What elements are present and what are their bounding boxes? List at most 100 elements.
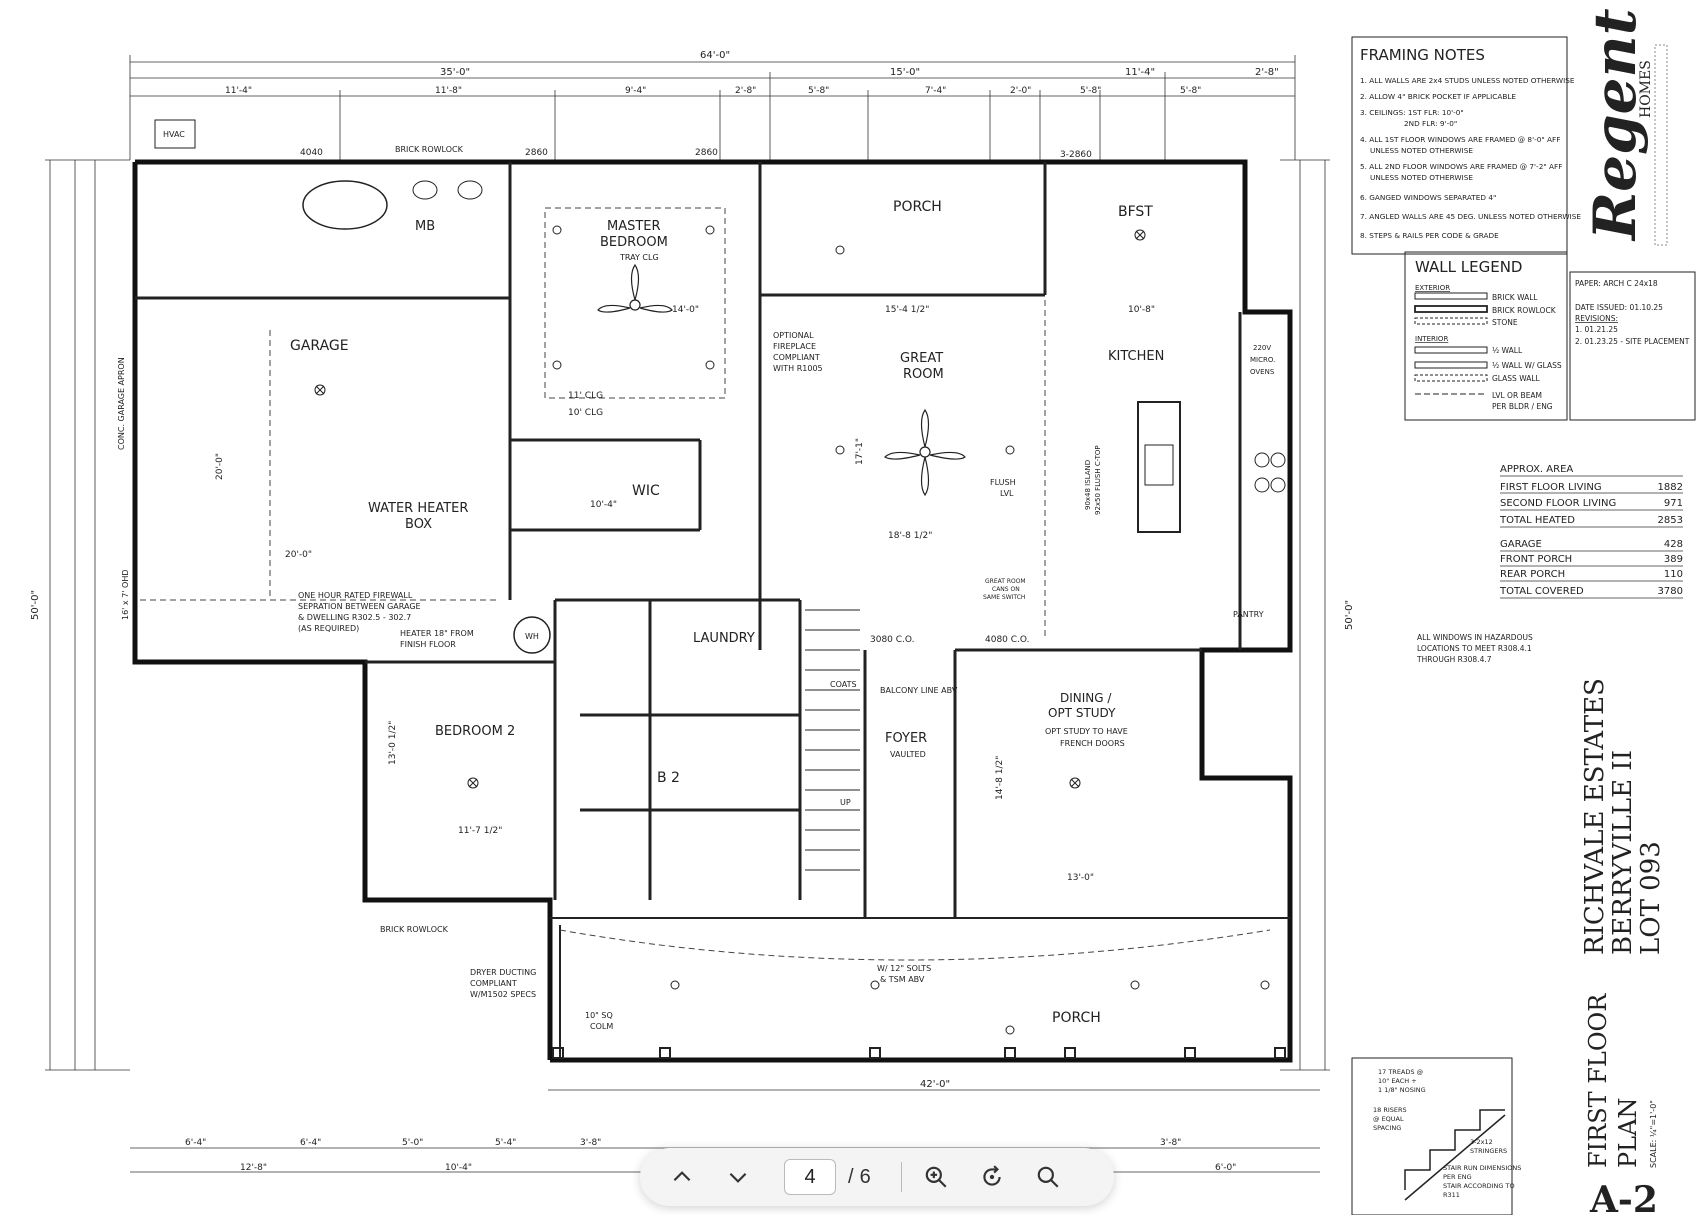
room-wh-1: WATER HEATER <box>368 501 468 516</box>
front-porch-outline <box>550 917 1290 1059</box>
firewall-note: ONE HOUR RATED FIREWALL SEPRATION BETWEE… <box>298 591 421 633</box>
svg-text:STRINGERS: STRINGERS <box>1470 1147 1507 1155</box>
stair-treads <box>805 609 860 871</box>
svg-text:3-2x12: 3-2x12 <box>1470 1138 1493 1146</box>
dim-b2: 6'-4" <box>300 1138 321 1148</box>
svg-text:& DWELLING R302.5 - 302.7: & DWELLING R302.5 - 302.7 <box>298 613 411 622</box>
dim-top-d8: 5'-8" <box>1080 86 1101 96</box>
dim-w4080: 4080 C.O. <box>985 635 1030 645</box>
kitchen-island <box>1137 401 1181 533</box>
stair-detail-box <box>1351 1057 1513 1215</box>
svg-text:UNLESS NOTED OTHERWISE: UNLESS NOTED OTHERWISE <box>1370 173 1473 182</box>
svg-text:10" SQ: 10" SQ <box>585 1011 613 1020</box>
svg-text:PER BLDR / ENG: PER BLDR / ENG <box>1492 402 1553 411</box>
chevron-down-icon <box>729 1172 747 1183</box>
stair-detail-drawing <box>1404 1109 1506 1201</box>
next-page-button[interactable] <box>710 1148 766 1206</box>
dim-brick-rowlock: BRICK ROWLOCK <box>395 145 464 154</box>
room-laundry: LAUNDRY <box>693 631 755 646</box>
svg-text:10" EACH +: 10" EACH + <box>1378 1077 1417 1085</box>
area-heading: APPROX. AREA <box>1500 464 1573 475</box>
room-master-2: BEDROOM <box>600 235 668 250</box>
sheet-scale: SCALE: ¼"=1'-0" <box>1649 1100 1658 1168</box>
svg-text:GREAT ROOM: GREAT ROOM <box>985 578 1026 585</box>
svg-text:3780: 3780 <box>1658 586 1683 597</box>
wall-legend-heading: WALL LEGEND <box>1415 258 1522 276</box>
dim-b4: 5'-4" <box>495 1138 516 1148</box>
bathtub <box>302 180 388 230</box>
svg-text:STAIR ACCORDING TO: STAIR ACCORDING TO <box>1443 1182 1515 1190</box>
svg-text:STAIR RUN DIMENSIONS: STAIR RUN DIMENSIONS <box>1443 1164 1521 1172</box>
dim-top-d2: 11'-8" <box>435 86 462 96</box>
room-great-1: GREAT <box>900 351 943 366</box>
svg-text:220V: 220V <box>1253 344 1271 352</box>
chevron-up-icon <box>673 1171 691 1182</box>
svg-text:W/M1502 SPECS: W/M1502 SPECS <box>470 990 536 999</box>
dim-overall: 64'-0" <box>700 50 730 61</box>
dryer-note: DRYER DUCTING COMPLIANT W/M1502 SPECS <box>470 968 536 999</box>
sheet-title-2: PLAN <box>1614 1098 1642 1168</box>
room-porch-rear: PORCH <box>893 199 942 215</box>
sink-icon <box>412 180 438 200</box>
svg-text:428: 428 <box>1664 539 1683 550</box>
svg-text:17 TREADS @: 17 TREADS @ <box>1378 1068 1424 1076</box>
dim-dining-d: 14'-8 1/2" <box>995 756 1005 800</box>
page-total: 6 <box>859 1165 871 1188</box>
search-icon <box>1037 1166 1059 1188</box>
svg-text:COMPLIANT: COMPLIANT <box>773 353 820 362</box>
soffit-note: W/ 12" SOLTS & TSM ABV <box>877 964 931 984</box>
svg-text:971: 971 <box>1664 498 1683 509</box>
viewer-toolbar: 4 / 6 <box>640 1148 1114 1206</box>
svg-text:2. ALLOW 4" BRICK POCKET IF AP: 2. ALLOW 4" BRICK POCKET IF APPLICABLE <box>1360 92 1516 101</box>
brand-fine-print <box>1654 44 1668 246</box>
previous-page-button[interactable] <box>654 1148 710 1206</box>
svg-text:BRICK ROWLOCK: BRICK ROWLOCK <box>1492 306 1557 315</box>
svg-text:3. CEILINGS: 1ST FLR: 10'-0": 3. CEILINGS: 1ST FLR: 10'-0" <box>1360 108 1464 117</box>
dim-top-114: 11'-4" <box>1125 67 1155 78</box>
dim-top-d9: 5'-8" <box>1180 86 1201 96</box>
svg-text:TOTAL HEATED: TOTAL HEATED <box>1499 515 1575 526</box>
top-dimension-lines <box>129 55 1296 160</box>
dim-brick-rowlock-2: BRICK ROWLOCK <box>380 925 449 934</box>
svg-text:LVL: LVL <box>1000 489 1014 498</box>
paper-info-box <box>1569 271 1696 421</box>
heater-note: HEATER 18" FROM FINISH FLOOR <box>400 629 474 649</box>
room-great-2: ROOM <box>903 367 944 382</box>
dim-top-35: 35'-0" <box>440 67 470 78</box>
svg-text:FIREPLACE: FIREPLACE <box>773 342 816 351</box>
dim-garage-d: 20'-0" <box>215 453 225 480</box>
svg-text:BRICK WALL: BRICK WALL <box>1492 293 1538 302</box>
search-button[interactable] <box>1020 1148 1076 1206</box>
rotate-icon <box>983 1165 1001 1186</box>
area-table: FIRST FLOOR LIVING 1882 SECOND FLOOR LIV… <box>1499 482 1683 597</box>
kitchen-sink <box>1144 444 1174 486</box>
svg-text:ONE HOUR RATED FIREWALL: ONE HOUR RATED FIREWALL <box>298 591 413 600</box>
dim-w3080: 3080 C.O. <box>870 635 915 645</box>
dim-left-50: 50'-0" <box>30 590 41 620</box>
sheet-number: A-2 <box>1589 1179 1658 1215</box>
svg-text:WITH R1005: WITH R1005 <box>773 364 823 373</box>
flush-lvl-note: FLUSH LVL <box>990 478 1016 498</box>
svg-text:5. ALL 2ND FLOOR WINDOWS ARE F: 5. ALL 2ND FLOOR WINDOWS ARE FRAMED @ 7'… <box>1360 162 1562 171</box>
model-name: BERRYVILLE II <box>1608 750 1638 955</box>
dim-b1: 6'-4" <box>185 1138 206 1148</box>
room-bedroom2: BEDROOM 2 <box>435 724 515 739</box>
zoom-in-button[interactable] <box>908 1148 964 1206</box>
svg-text:R311: R311 <box>1443 1191 1460 1199</box>
interior-walls <box>135 162 1242 918</box>
svg-text:FINISH FLOOR: FINISH FLOOR <box>400 640 456 649</box>
room-mb: MB <box>415 219 435 234</box>
rotate-button[interactable] <box>964 1148 1020 1206</box>
dim-bb1: 12'-8" <box>240 1163 267 1173</box>
dim-br2-d: 13'-0 1/2" <box>388 721 398 765</box>
svg-text:2ND FLR: 9'-0": 2ND FLR: 9'-0" <box>1404 119 1457 128</box>
svg-text:4. ALL 1ST FLOOR WINDOWS ARE F: 4. ALL 1ST FLOOR WINDOWS ARE FRAMED @ 8'… <box>1360 135 1560 144</box>
svg-text:COLM: COLM <box>590 1022 613 1031</box>
svg-text:18 RISERS: 18 RISERS <box>1373 1106 1407 1114</box>
svg-text:OPTIONAL: OPTIONAL <box>773 331 814 340</box>
dim-bottom-42: 42'-0" <box>920 1079 950 1090</box>
dim-right-50: 50'-0" <box>1344 600 1355 630</box>
ceiling-fan-icon <box>597 263 966 497</box>
page-number-input[interactable]: 4 <box>784 1159 836 1195</box>
svg-text:GARAGE: GARAGE <box>1500 539 1542 550</box>
